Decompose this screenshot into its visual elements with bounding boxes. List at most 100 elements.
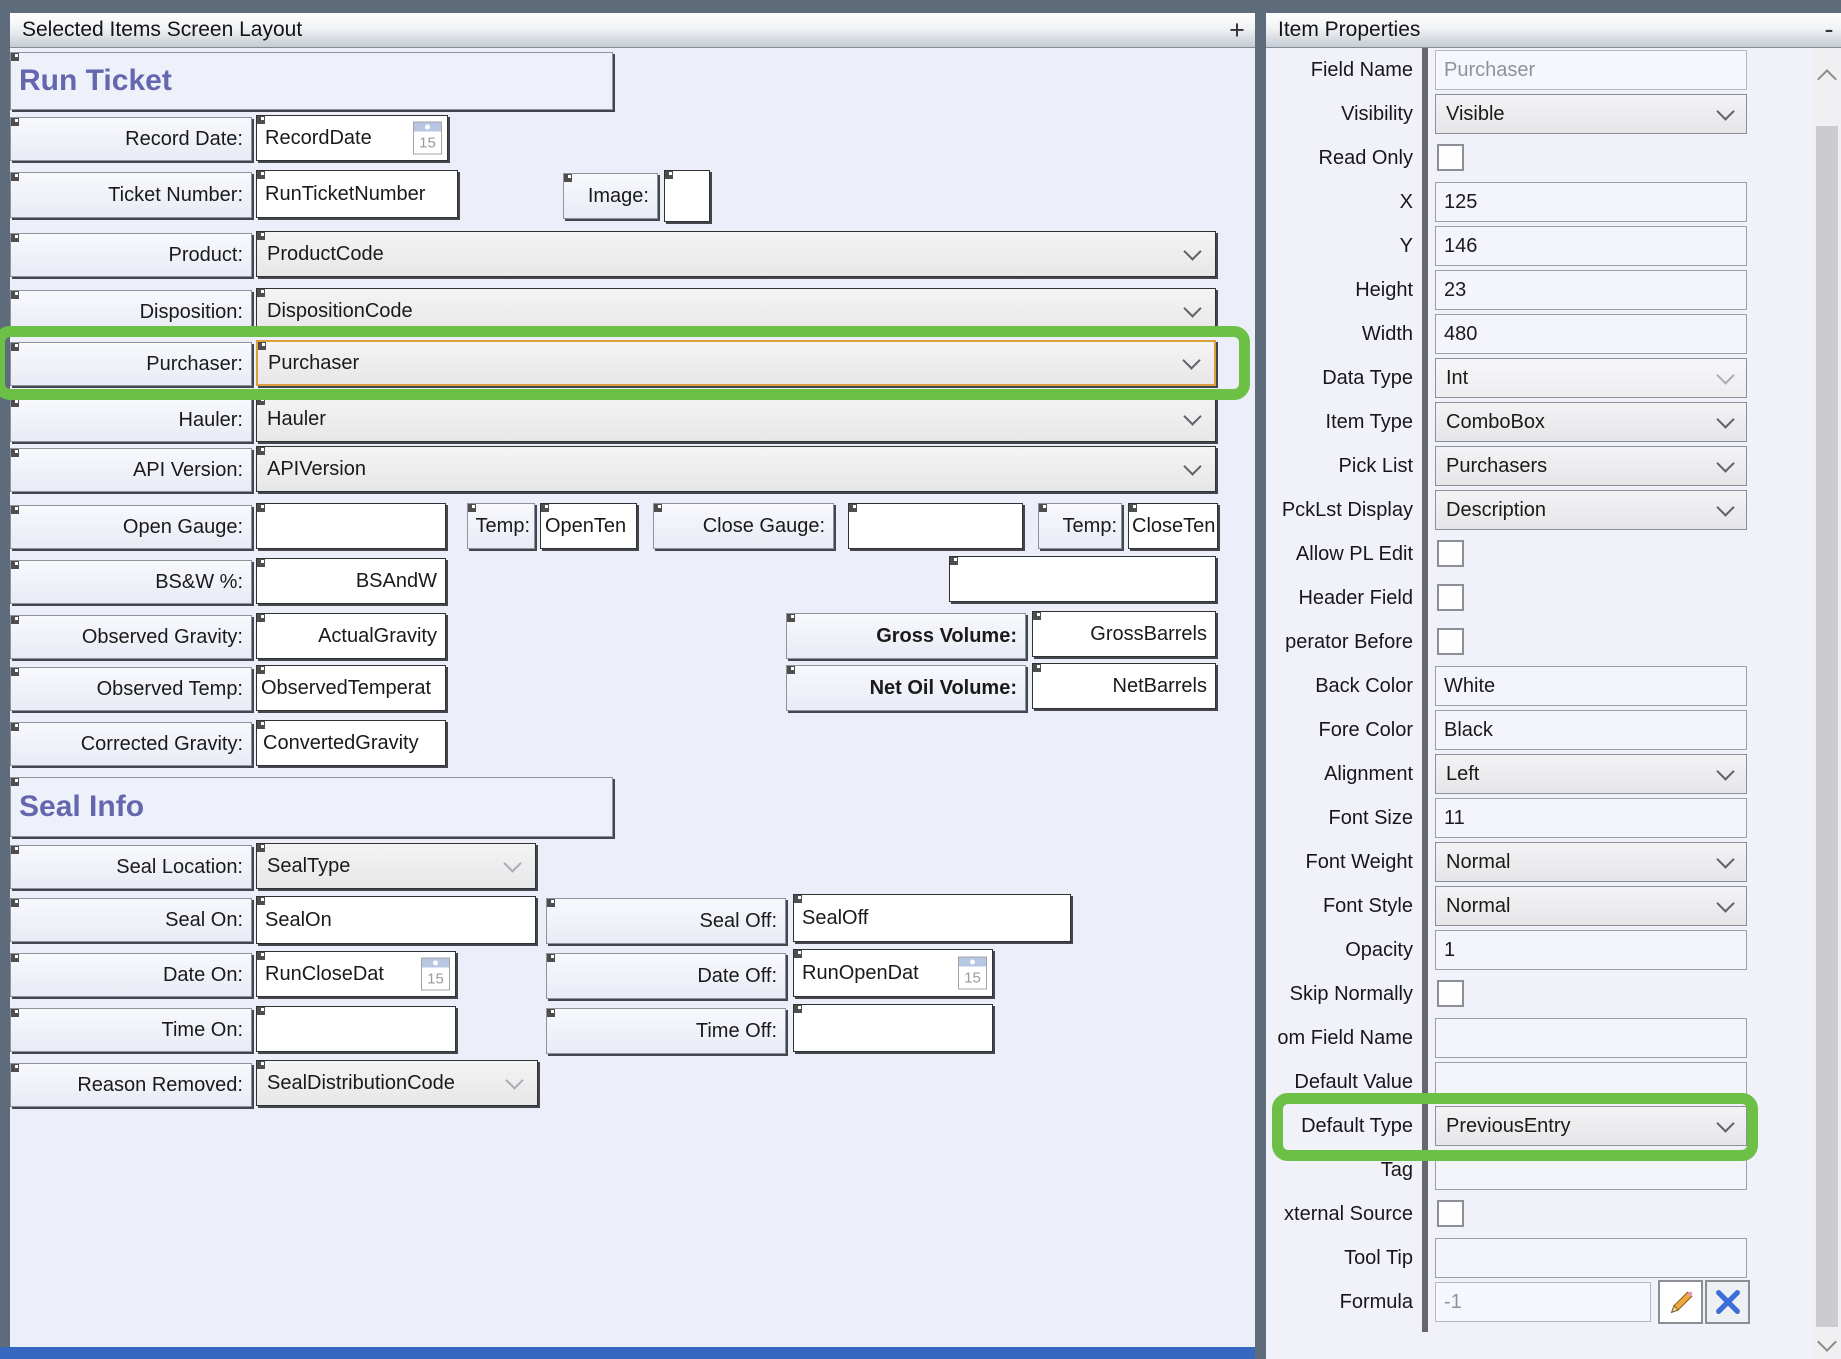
- date-on-label[interactable]: Date On:: [10, 953, 252, 997]
- property-select-font-weight[interactable]: Normal: [1435, 842, 1747, 882]
- property-checkbox-header-field[interactable]: [1437, 584, 1464, 611]
- calendar-icon[interactable]: 15: [413, 122, 442, 155]
- property-checkbox-allow-pl-edit[interactable]: [1437, 540, 1464, 567]
- net-oil-volume-field[interactable]: NetBarrels: [1032, 663, 1216, 709]
- property-field-back-color[interactable]: White: [1435, 666, 1747, 706]
- time-on-label[interactable]: Time On:: [10, 1008, 252, 1052]
- property-field-fore-color[interactable]: Black: [1435, 710, 1747, 750]
- property-field-x[interactable]: 125: [1435, 182, 1747, 222]
- property-select-visibility[interactable]: Visible: [1435, 94, 1747, 134]
- product-combobox[interactable]: ProductCode: [256, 231, 1216, 277]
- date-off-label[interactable]: Date Off:: [546, 953, 786, 999]
- property-select-font-style[interactable]: Normal: [1435, 886, 1747, 926]
- property-field-field-name[interactable]: Purchaser: [1435, 50, 1747, 90]
- property-field-font-size[interactable]: 11: [1435, 798, 1747, 838]
- property-select-item-type-text: ComboBox: [1446, 411, 1545, 434]
- property-field-formula[interactable]: -1: [1435, 1282, 1651, 1322]
- close-gauge-field[interactable]: [848, 503, 1023, 549]
- calendar-icon[interactable]: 15: [421, 958, 450, 991]
- observed-gravity-label[interactable]: Observed Gravity:: [10, 615, 252, 659]
- date-off-field-text: RunOpenDat: [802, 962, 919, 985]
- property-field-opacity[interactable]: 1: [1435, 930, 1747, 970]
- seal-info-section-header[interactable]: Seal Info: [10, 777, 613, 837]
- gross-volume-label[interactable]: Gross Volume:: [786, 613, 1026, 659]
- property-label-back-color: Back Color: [1266, 666, 1413, 706]
- reason-removed-label[interactable]: Reason Removed:: [10, 1063, 252, 1107]
- ticket-number-field[interactable]: RunTicketNumber: [256, 170, 458, 218]
- observed-temp-field[interactable]: ObservedTemperat: [256, 665, 446, 711]
- seal-off-field[interactable]: SealOff: [793, 894, 1071, 942]
- open-gauge-field[interactable]: [256, 503, 446, 549]
- property-checkbox-xternal-source[interactable]: [1437, 1200, 1464, 1227]
- time-off-label[interactable]: Time Off:: [546, 1008, 786, 1054]
- open-temp-field[interactable]: OpenTen: [540, 503, 637, 549]
- property-field-width[interactable]: 480: [1435, 314, 1747, 354]
- reason-removed-combobox[interactable]: SealDistributionCode: [256, 1060, 538, 1106]
- unassigned-field[interactable]: [949, 556, 1216, 602]
- bsw-label[interactable]: BS&W %:: [10, 560, 252, 604]
- hauler-label[interactable]: Hauler:: [10, 398, 252, 442]
- property-select-alignment[interactable]: Left: [1435, 754, 1747, 794]
- calendar-icon[interactable]: 15: [958, 957, 987, 990]
- date-off-field[interactable]: RunOpenDat 15: [793, 949, 993, 997]
- property-select-pick-list[interactable]: Purchasers: [1435, 446, 1747, 486]
- image-box[interactable]: [664, 170, 710, 222]
- property-field-tool-tip[interactable]: [1435, 1238, 1747, 1278]
- corrected-gravity-label[interactable]: Corrected Gravity:: [10, 722, 252, 766]
- observed-gravity-field[interactable]: ActualGravity: [256, 613, 446, 659]
- property-select-item-type[interactable]: ComboBox: [1435, 402, 1747, 442]
- time-off-field[interactable]: [793, 1004, 993, 1052]
- api-version-label[interactable]: API Version:: [10, 448, 252, 492]
- open-temp-label[interactable]: Temp:: [467, 503, 535, 549]
- ticket-number-label[interactable]: Ticket Number:: [10, 172, 252, 218]
- seal-location-label[interactable]: Seal Location:: [10, 845, 252, 889]
- record-date-field[interactable]: RecordDate 15: [256, 115, 448, 161]
- clear-formula-button[interactable]: [1705, 1280, 1750, 1324]
- property-select-pcklst-display[interactable]: Description: [1435, 490, 1747, 530]
- property-checkbox-read-only[interactable]: [1437, 144, 1464, 171]
- property-label-alignment: Alignment: [1266, 754, 1413, 794]
- net-oil-volume-label[interactable]: Net Oil Volume:: [786, 665, 1026, 711]
- panel-splitter[interactable]: [1255, 13, 1266, 1359]
- chevron-down-icon: [503, 854, 521, 872]
- properties-scrollbar-thumb[interactable]: [1816, 126, 1838, 1327]
- record-date-label[interactable]: Record Date:: [10, 117, 252, 161]
- image-label[interactable]: Image:: [563, 173, 658, 219]
- close-temp-label[interactable]: Temp:: [1038, 503, 1122, 549]
- frame-top: [0, 0, 1841, 13]
- seal-on-field[interactable]: SealOn: [256, 896, 536, 944]
- left-panel-titlebar: Selected Items Screen Layout: [10, 13, 1255, 48]
- run-ticket-section-header[interactable]: Run Ticket: [10, 52, 613, 110]
- date-on-field[interactable]: RunCloseDat 15: [256, 951, 456, 997]
- property-label-width: Width: [1266, 314, 1413, 354]
- edit-formula-button[interactable]: [1658, 1280, 1703, 1324]
- seal-on-label[interactable]: Seal On:: [10, 898, 252, 942]
- property-select-data-type[interactable]: Int: [1435, 358, 1747, 398]
- seal-location-combobox[interactable]: SealType: [256, 843, 536, 889]
- property-label-perator-before: perator Before: [1266, 622, 1413, 662]
- collapse-panel-button[interactable]: -: [1818, 14, 1840, 44]
- close-temp-field[interactable]: CloseTen: [1128, 503, 1218, 549]
- gross-volume-field[interactable]: GrossBarrels: [1032, 611, 1216, 657]
- time-on-field[interactable]: [256, 1006, 456, 1052]
- property-checkbox-perator-before[interactable]: [1437, 628, 1464, 655]
- right-panel-titlebar: Item Properties: [1266, 13, 1841, 48]
- add-item-button[interactable]: +: [1222, 15, 1252, 45]
- open-gauge-label[interactable]: Open Gauge:: [10, 505, 252, 549]
- property-select-pcklst-display-text: Description: [1446, 499, 1546, 522]
- reason-removed-combobox-text: SealDistributionCode: [267, 1072, 455, 1095]
- seal-off-label[interactable]: Seal Off:: [546, 898, 786, 944]
- property-field-om-field-name[interactable]: [1435, 1018, 1747, 1058]
- property-field-y[interactable]: 146: [1435, 226, 1747, 266]
- property-field-height[interactable]: 23: [1435, 270, 1747, 310]
- hauler-combobox[interactable]: Hauler: [256, 396, 1216, 442]
- api-version-combobox[interactable]: APIVersion: [256, 446, 1216, 492]
- bsw-field[interactable]: BSAndW: [256, 558, 446, 604]
- product-label[interactable]: Product:: [10, 233, 252, 277]
- observed-temp-label[interactable]: Observed Temp:: [10, 667, 252, 711]
- corrected-gravity-field[interactable]: ConvertedGravity: [256, 720, 446, 766]
- chevron-down-icon: [1716, 762, 1734, 780]
- close-gauge-label[interactable]: Close Gauge:: [653, 503, 834, 549]
- observed-gravity-field-text: ActualGravity: [318, 625, 437, 648]
- property-checkbox-skip-normally[interactable]: [1437, 980, 1464, 1007]
